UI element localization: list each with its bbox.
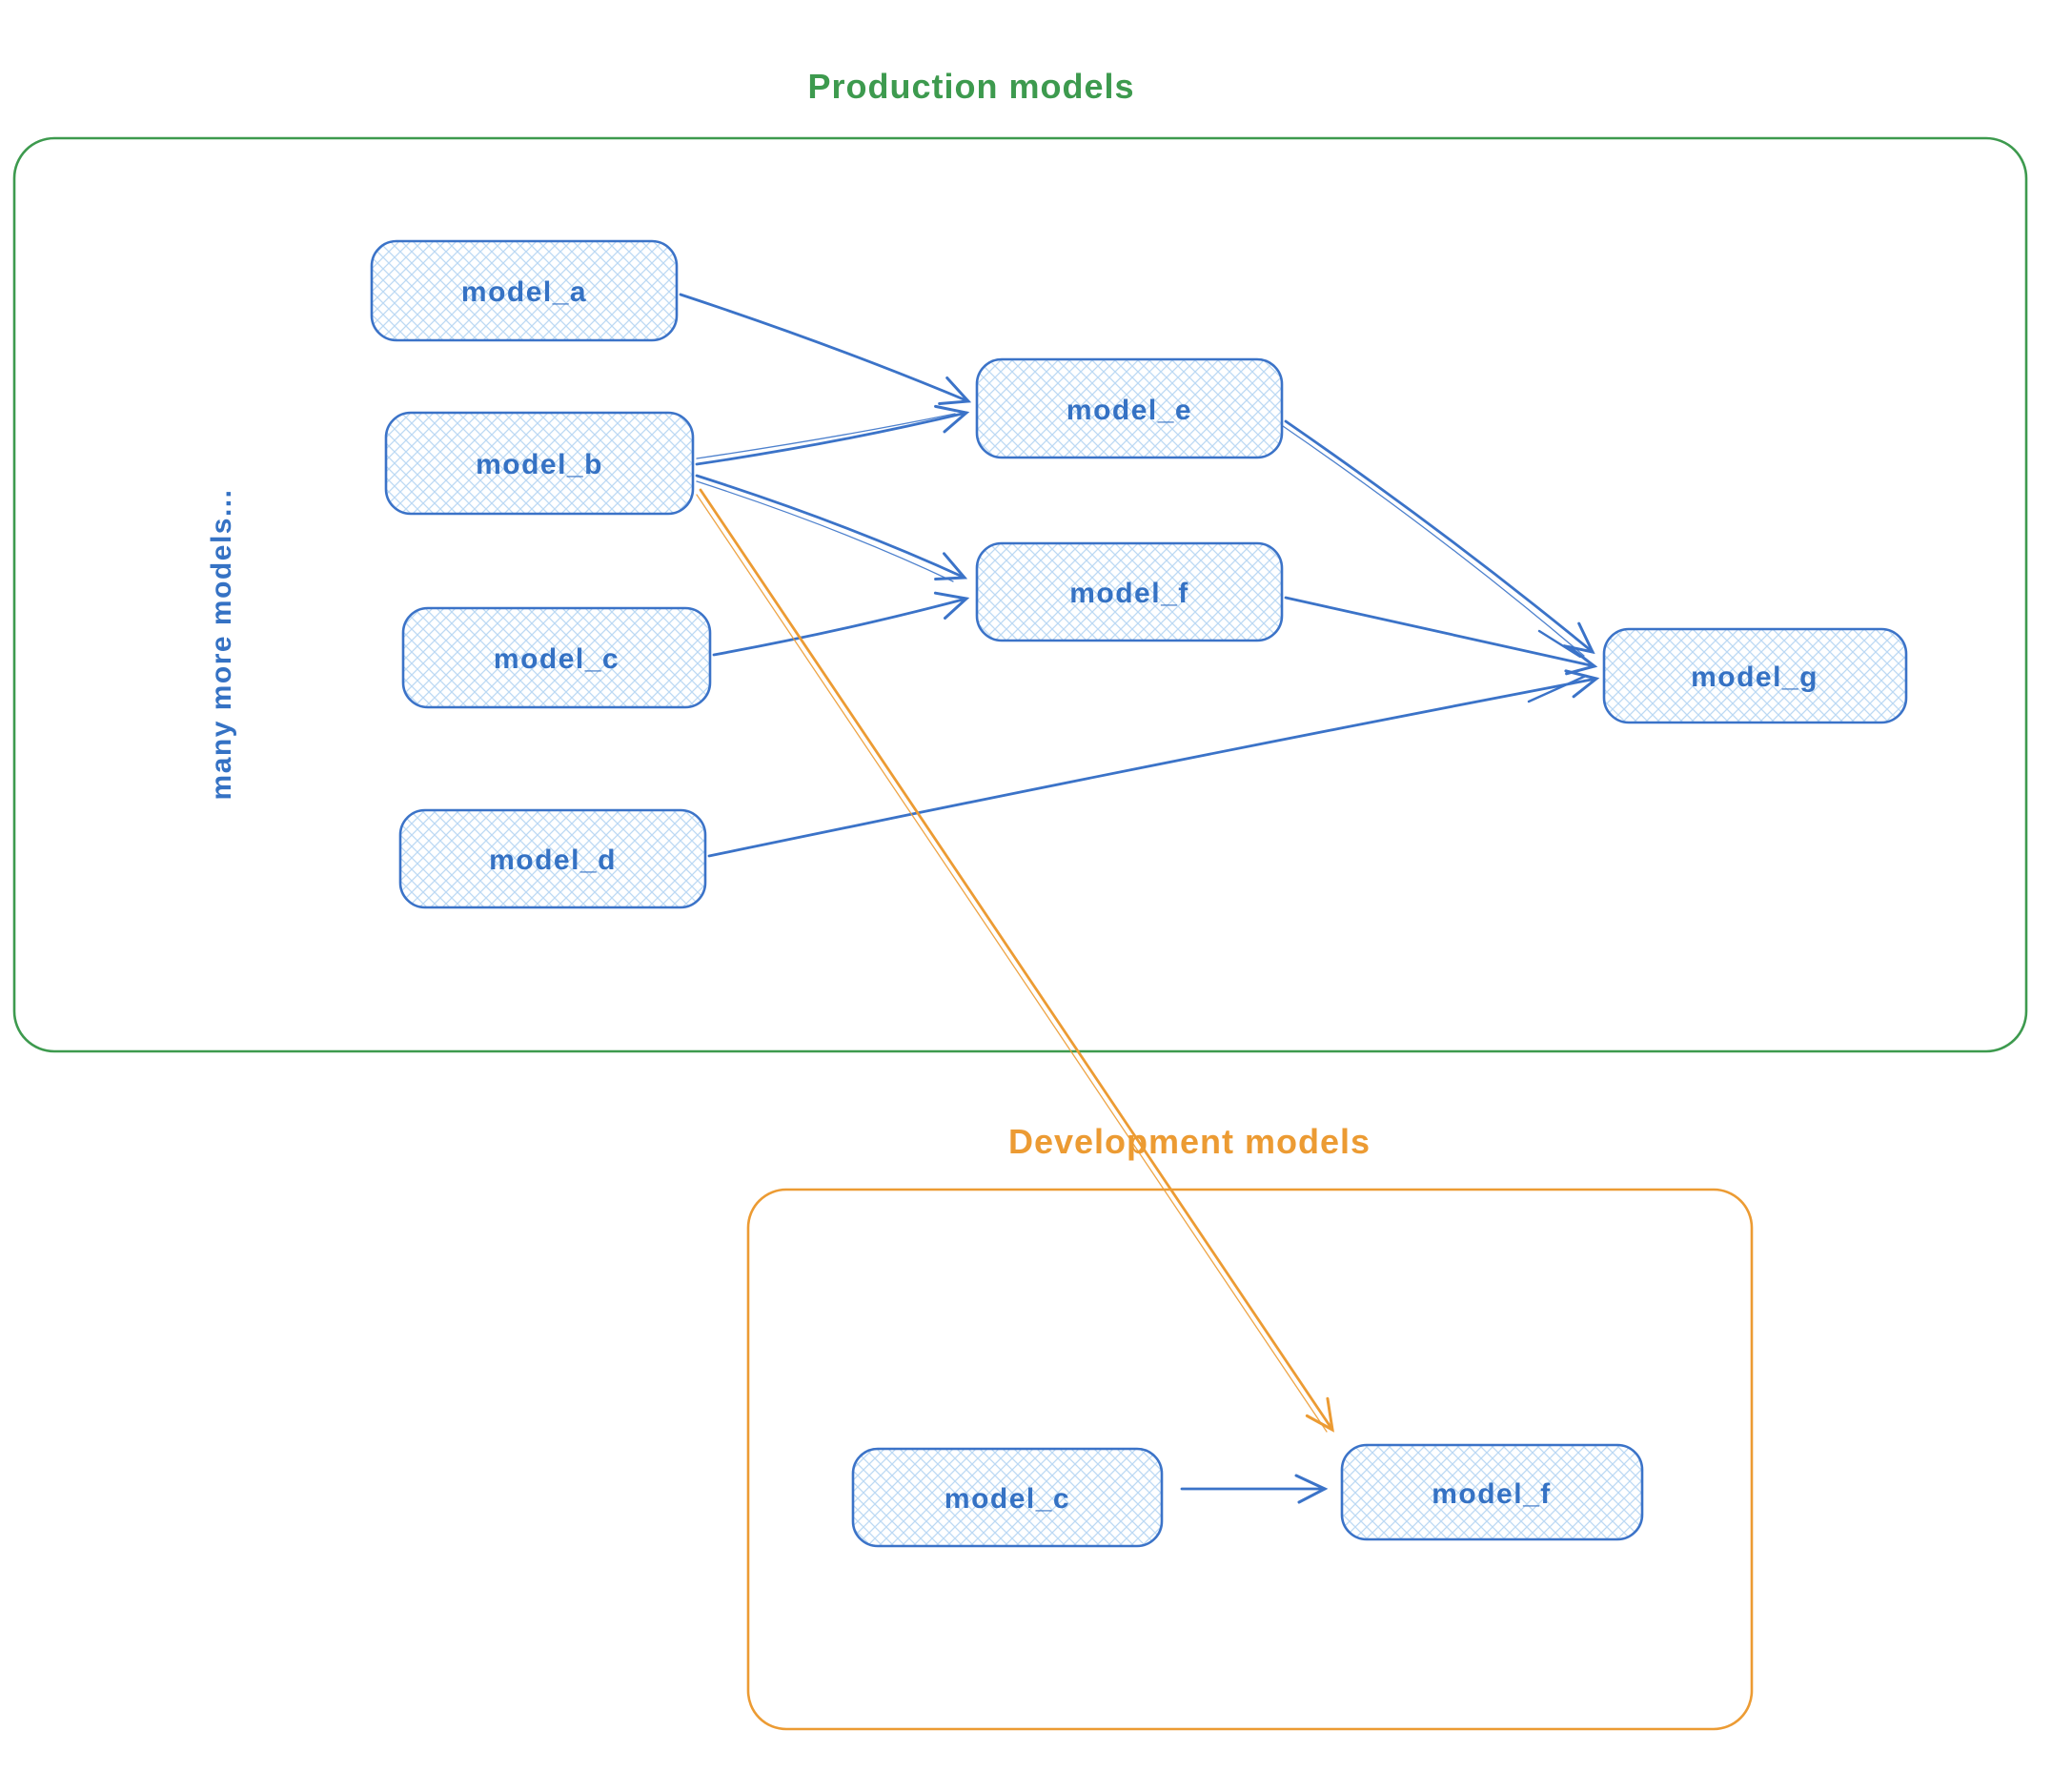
node-dev-model_c-label: model_c [945, 1483, 1070, 1515]
edge-model_b-model_e [695, 404, 970, 466]
node-model_f-box [975, 541, 1284, 642]
node-model_c[interactable]: model_c [401, 606, 712, 709]
edge-twin-model_b-dev-model_f [696, 494, 1328, 1433]
node-model_a-label: model_a [461, 276, 587, 308]
edge-model_d-model_g [707, 669, 1600, 858]
node-model_g-label: model_g [1691, 662, 1818, 693]
node-model_b[interactable]: model_b [384, 411, 695, 516]
node-model_d[interactable]: model_d [398, 808, 707, 909]
development-frame [746, 1188, 1754, 1731]
node-model_e-box [975, 357, 1284, 459]
edge-model_c-model_f [712, 591, 970, 657]
production-frame [12, 136, 2028, 1053]
edge-promotion-model_b-dev-model_f [699, 488, 1334, 1433]
node-model_f[interactable]: model_f [975, 541, 1284, 642]
node-model_d-label: model_d [489, 845, 617, 876]
edge-model_b-model_f [695, 474, 968, 581]
node-model_b-box [384, 411, 695, 516]
node-model_g[interactable]: model_g [1602, 627, 1908, 724]
edge-twin-model_b-model_e [696, 413, 956, 459]
node-model_e[interactable]: model_e [975, 357, 1284, 459]
node-dev-model_c-box [851, 1447, 1164, 1548]
node-model_g-box [1602, 627, 1908, 724]
node-dev-model_f-label: model_f [1432, 1478, 1552, 1510]
sketch-stroke [1527, 674, 1588, 703]
development-title: Development models [1008, 1122, 1371, 1161]
production-title: Production models [807, 67, 1134, 106]
node-model_c-box [401, 606, 712, 709]
node-model_f-label: model_f [1069, 578, 1189, 609]
edge-twin-model_e-model_g [1282, 425, 1585, 657]
node-dev-model_f-box [1340, 1443, 1644, 1541]
edge-model_a-model_e [679, 293, 972, 405]
node-model_c-label: model_c [494, 643, 620, 675]
edge-model_e-model_g [1284, 419, 1595, 655]
node-model_b-label: model_b [476, 449, 603, 480]
sketch-stroke [1537, 629, 1582, 659]
node-dev-model_c[interactable]: model_c [851, 1447, 1164, 1548]
node-model_e-label: model_e [1066, 395, 1192, 426]
edge-twin-model_b-model_f [696, 480, 954, 582]
node-model_d-box [398, 808, 707, 909]
node-model_a[interactable]: model_a [370, 239, 679, 342]
node-model_a-box [370, 239, 679, 342]
many-more-models-note: many more models... [206, 489, 237, 801]
node-dev-model_f[interactable]: model_f [1340, 1443, 1644, 1541]
edge-model_f-model_g [1284, 596, 1598, 676]
